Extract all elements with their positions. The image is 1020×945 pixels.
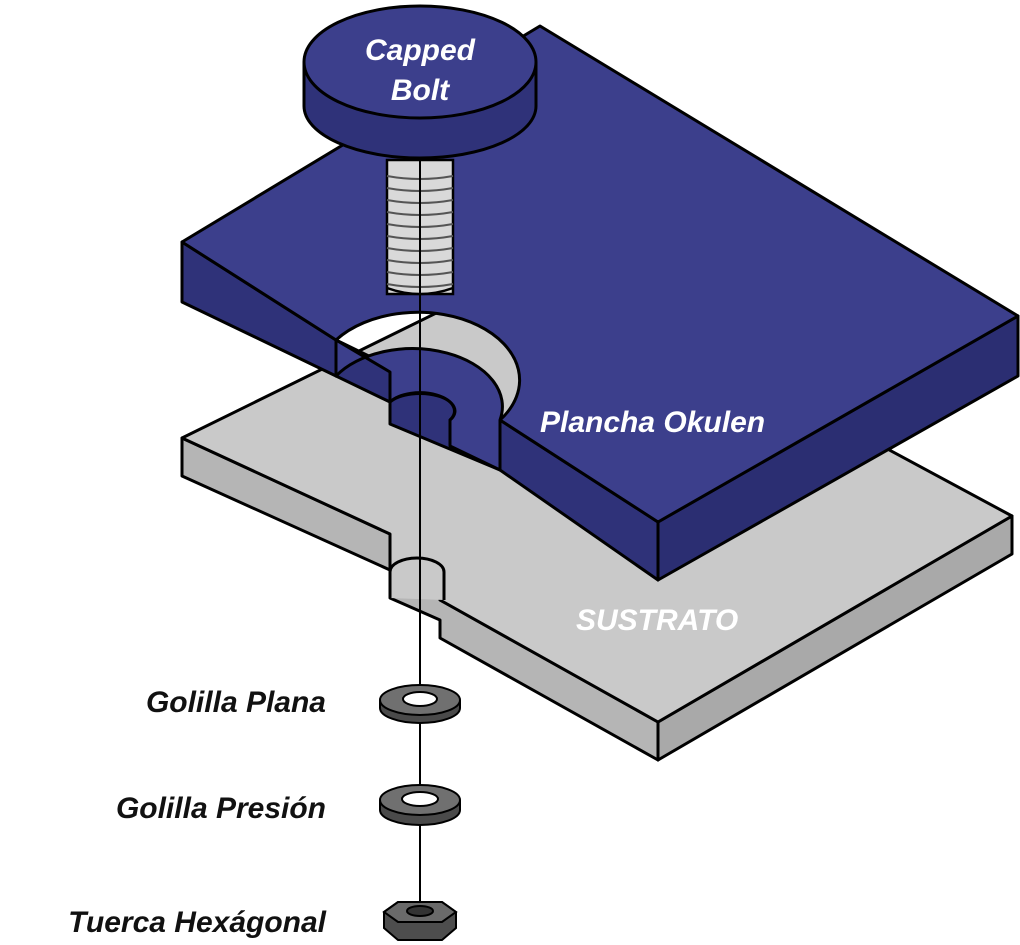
bolt-label-line1: Capped (365, 34, 476, 67)
plate-label: Plancha Okulen (540, 406, 765, 439)
substrate-label: SUSTRATO (576, 604, 738, 637)
substrate-slot (388, 556, 446, 600)
counterbore-inner-wall (388, 391, 456, 446)
flat-washer-label: Golilla Plana (146, 686, 326, 719)
lock-washer (379, 784, 461, 826)
bolt-head-top (302, 4, 538, 120)
lock-washer-label: Golilla Presión (116, 792, 326, 825)
hex-nut-label: Tuerca Hexágonal (68, 906, 327, 939)
bolt-label-line2: Bolt (391, 74, 451, 107)
flat-washer (379, 684, 461, 724)
hex-nut (382, 901, 458, 941)
